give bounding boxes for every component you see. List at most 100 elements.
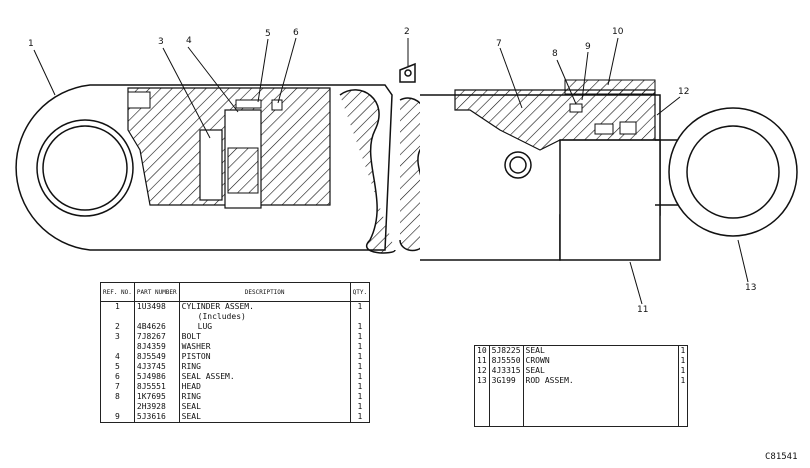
qty-cell: 1 <box>349 382 371 392</box>
table-row <box>474 386 689 396</box>
qty-cell: 1 <box>349 362 371 372</box>
part-cell: 8J5550 <box>488 356 524 366</box>
ref-cell: 12 <box>474 366 490 376</box>
desc-cell <box>522 406 679 416</box>
desc-cell <box>522 396 679 406</box>
qty-cell: 1 <box>349 352 371 362</box>
qty-cell: 1 <box>349 392 371 402</box>
desc-cell: SEAL <box>522 345 679 356</box>
qty-cell: 1 <box>349 342 371 352</box>
ref-cell <box>100 312 135 322</box>
part-cell: 8J5551 <box>133 382 180 392</box>
part-cell: 4J3315 <box>488 366 524 376</box>
desc-cell <box>522 386 679 396</box>
part-cell: 8J5549 <box>133 352 180 362</box>
ref-cell <box>100 342 135 352</box>
callout-6: 6 <box>293 28 299 38</box>
part-cell <box>488 386 524 396</box>
callout-8: 8 <box>552 49 558 59</box>
desc-cell: RING <box>178 392 351 402</box>
part-cell: 3G199 <box>488 376 524 386</box>
piston-section-hatched <box>127 87 331 209</box>
ref-cell: 6 <box>100 372 135 382</box>
drawing-id: C81541 <box>765 452 798 462</box>
rod-eye <box>655 107 798 237</box>
desc-cell: SEAL <box>522 366 679 376</box>
callout-9: 9 <box>585 42 591 52</box>
ref-cell: 10 <box>474 345 490 356</box>
desc-cell: SEAL ASSEM. <box>178 372 351 382</box>
desc-cell: ROD ASSEM. <box>522 376 679 386</box>
header-description: DESCRIPTION <box>178 282 351 302</box>
desc-cell: SEAL <box>178 412 351 423</box>
qty-cell: 1 <box>349 301 371 312</box>
ref-cell: 13 <box>474 376 490 386</box>
qty-cell: 1 <box>349 322 371 332</box>
ref-cell: 5 <box>100 362 135 372</box>
qty-cell <box>677 416 689 427</box>
part-cell: 5J8225 <box>488 345 524 356</box>
part-cell: 5J4986 <box>133 372 180 382</box>
table-header-row: REF. NO. PART NUMBER DESCRIPTION QTY. <box>100 282 371 302</box>
part-cell: 1K7695 <box>133 392 180 402</box>
part-cell: 2H3928 <box>133 402 180 412</box>
callout-10: 10 <box>612 27 624 37</box>
desc-cell: WASHER <box>178 342 351 352</box>
desc-cell: BOLT <box>178 332 351 342</box>
ref-cell: 7 <box>100 382 135 392</box>
qty-cell <box>677 386 689 396</box>
callout-1: 1 <box>28 39 34 49</box>
part-cell <box>488 396 524 406</box>
qty-cell <box>677 396 689 406</box>
leader-lines <box>33 37 749 305</box>
ref-cell: 4 <box>100 352 135 362</box>
qty-cell: 1 <box>677 366 689 376</box>
qty-cell: 1 <box>349 412 371 423</box>
desc-cell: PISTON <box>178 352 351 362</box>
ref-cell: 11 <box>474 356 490 366</box>
callout-3: 3 <box>158 37 164 47</box>
callout-11: 11 <box>637 305 649 315</box>
callout-4: 4 <box>186 36 192 46</box>
part-cell: 1U3498 <box>133 301 180 312</box>
header-qty: QTY. <box>349 282 371 302</box>
qty-cell <box>677 406 689 416</box>
desc-cell: CYLINDER ASSEM. <box>178 301 351 312</box>
ref-cell <box>100 402 135 412</box>
qty-cell: 1 <box>349 372 371 382</box>
head-section-hatched <box>454 79 656 151</box>
desc-cell: HEAD <box>178 382 351 392</box>
ref-cell: 2 <box>100 322 135 332</box>
table-row <box>474 396 689 406</box>
ref-cell <box>474 396 490 406</box>
desc-cell: LUG <box>178 322 351 332</box>
ref-cell: 8 <box>100 392 135 402</box>
callout-7: 7 <box>496 39 502 49</box>
desc-cell <box>522 416 679 427</box>
callout-5: 5 <box>265 29 271 39</box>
qty-cell: 1 <box>677 345 689 356</box>
part-cell: 5J3616 <box>133 412 180 423</box>
callout-2: 2 <box>404 27 410 37</box>
part-cell: 8J4359 <box>133 342 180 352</box>
desc-cell: SEAL <box>178 402 351 412</box>
ref-cell <box>474 386 490 396</box>
part-cell: 4B4626 <box>133 322 180 332</box>
part-cell: 4J3745 <box>133 362 180 372</box>
header-ref-no: REF. NO. <box>100 282 135 302</box>
ref-cell: 1 <box>100 301 135 312</box>
